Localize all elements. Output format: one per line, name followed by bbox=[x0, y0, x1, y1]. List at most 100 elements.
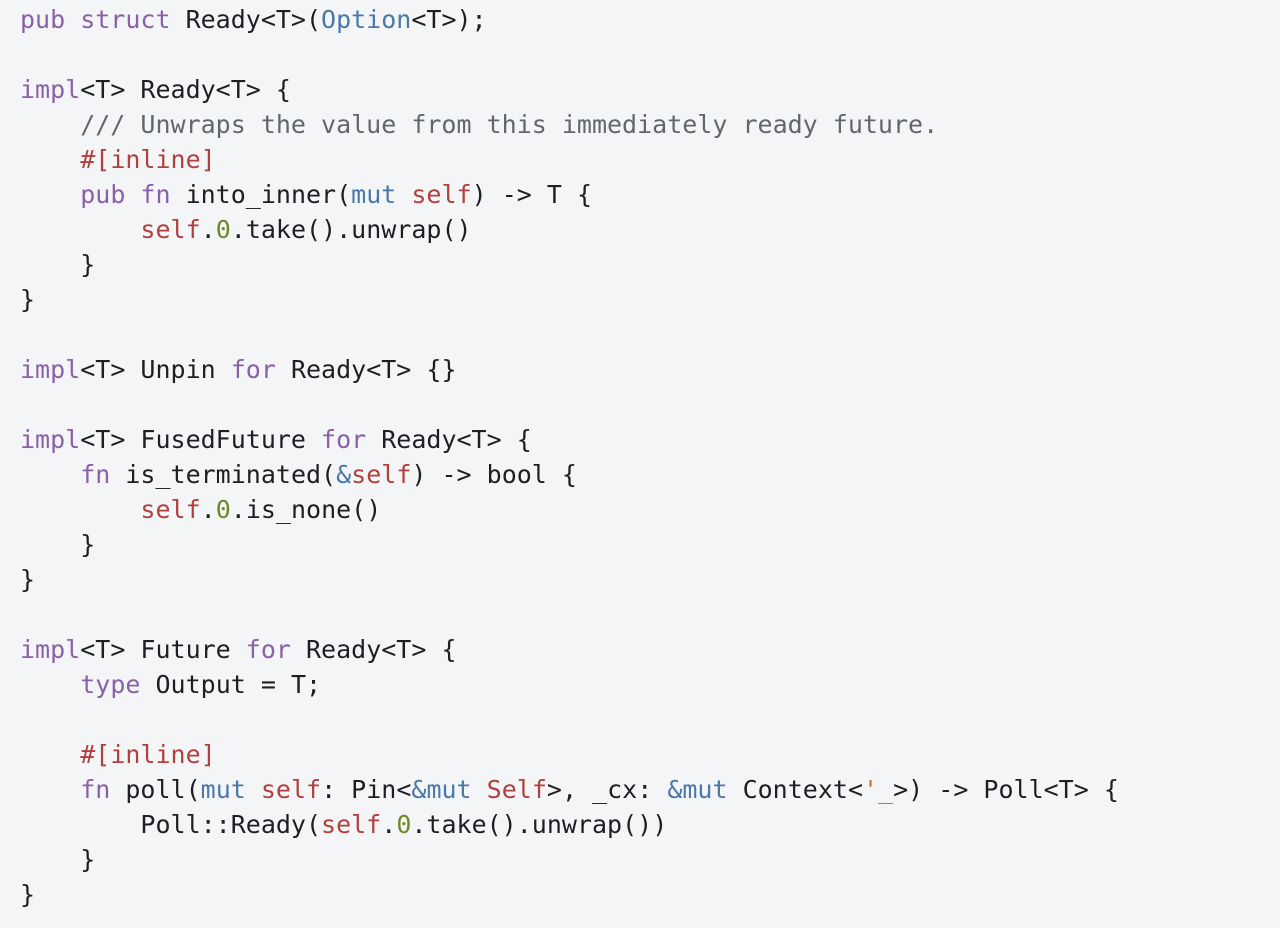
code-token bbox=[472, 775, 487, 804]
code-token: 0 bbox=[396, 810, 412, 839]
code-token: } bbox=[20, 530, 96, 559]
code-token: <T>); bbox=[411, 5, 487, 34]
code-token: .take().unwrap() bbox=[230, 215, 472, 244]
code-token: is_terminated( bbox=[110, 460, 337, 489]
code-line: pub fn into_inner(mut self) -> T { bbox=[20, 177, 1280, 212]
code-token: poll( bbox=[110, 775, 201, 804]
code-line: self.0.is_none() bbox=[20, 492, 1280, 527]
code-token: for bbox=[245, 635, 291, 664]
code-token: self bbox=[321, 810, 382, 839]
code-token: '_ bbox=[863, 775, 894, 804]
code-token: fn bbox=[80, 460, 111, 489]
code-token: into_inner( bbox=[170, 180, 352, 209]
code-line: } bbox=[20, 282, 1280, 317]
code-token bbox=[20, 495, 140, 524]
code-token: type bbox=[80, 670, 141, 699]
code-token: Ready<T> {} bbox=[275, 355, 457, 384]
code-line: } bbox=[20, 562, 1280, 597]
code-token: . bbox=[200, 495, 216, 524]
code-token bbox=[20, 740, 80, 769]
code-token: for bbox=[321, 425, 367, 454]
code-token: self bbox=[140, 215, 201, 244]
code-token: Output = T; bbox=[140, 670, 322, 699]
code-token: self bbox=[411, 180, 472, 209]
code-token: mut bbox=[200, 775, 246, 804]
code-token: <T> Unpin bbox=[80, 355, 231, 384]
code-token: Context< bbox=[727, 775, 863, 804]
code-token: impl bbox=[20, 425, 81, 454]
code-token: Ready<T> { bbox=[366, 425, 532, 454]
code-line: self.0.take().unwrap() bbox=[20, 212, 1280, 247]
code-token: . bbox=[200, 215, 216, 244]
code-token: Option bbox=[321, 5, 412, 34]
code-token: } bbox=[20, 880, 36, 909]
code-token: #[inline] bbox=[80, 145, 216, 174]
code-line: Poll::Ready(self.0.take().unwrap()) bbox=[20, 807, 1280, 842]
code-line: impl<T> Future for Ready<T> { bbox=[20, 632, 1280, 667]
code-token bbox=[20, 460, 80, 489]
code-line bbox=[20, 37, 1280, 72]
code-token: pub fn bbox=[80, 180, 171, 209]
code-token: >, _cx: bbox=[546, 775, 668, 804]
code-token bbox=[20, 670, 80, 699]
code-token: mut bbox=[351, 180, 397, 209]
code-token: Ready<T>( bbox=[170, 5, 322, 34]
code-line: impl<T> Ready<T> { bbox=[20, 72, 1280, 107]
code-token: ) -> T { bbox=[471, 180, 593, 209]
code-token: .is_none() bbox=[230, 495, 382, 524]
code-token: <T> FusedFuture bbox=[80, 425, 322, 454]
code-line: } bbox=[20, 247, 1280, 282]
code-token bbox=[20, 145, 80, 174]
code-line: } bbox=[20, 842, 1280, 877]
code-token bbox=[20, 215, 140, 244]
code-token bbox=[20, 180, 80, 209]
code-line: pub struct Ready<T>(Option<T>); bbox=[20, 2, 1280, 37]
code-token: & bbox=[336, 460, 352, 489]
code-token: 0 bbox=[215, 215, 231, 244]
code-block: pub struct Ready<T>(Option<T>); impl<T> … bbox=[20, 2, 1280, 912]
code-line: /// Unwraps the value from this immediat… bbox=[20, 107, 1280, 142]
code-token: . bbox=[381, 810, 397, 839]
code-line: impl<T> FusedFuture for Ready<T> { bbox=[20, 422, 1280, 457]
code-line: #[inline] bbox=[20, 737, 1280, 772]
code-token: Poll::Ready( bbox=[20, 810, 322, 839]
code-token: fn bbox=[80, 775, 111, 804]
code-token: } bbox=[20, 845, 96, 874]
code-token: .take().unwrap()) bbox=[411, 810, 668, 839]
code-token: impl bbox=[20, 355, 81, 384]
code-line: fn is_terminated(&self) -> bool { bbox=[20, 457, 1280, 492]
code-token bbox=[396, 180, 411, 209]
code-line bbox=[20, 702, 1280, 737]
code-token: } bbox=[20, 285, 36, 314]
code-token: impl bbox=[20, 635, 81, 664]
code-token: } bbox=[20, 565, 36, 594]
code-token: ) -> bool { bbox=[411, 460, 577, 489]
code-token: pub struct bbox=[20, 5, 171, 34]
code-line: } bbox=[20, 877, 1280, 912]
code-line bbox=[20, 317, 1280, 352]
code-token bbox=[20, 775, 80, 804]
code-token: &mut bbox=[667, 775, 728, 804]
code-token: 0 bbox=[215, 495, 231, 524]
code-token: Self bbox=[486, 775, 547, 804]
code-line: fn poll(mut self: Pin<&mut Self>, _cx: &… bbox=[20, 772, 1280, 807]
code-token bbox=[246, 775, 261, 804]
code-line bbox=[20, 597, 1280, 632]
code-token: Ready<T> { bbox=[290, 635, 457, 664]
code-token: >) -> Poll<T> { bbox=[893, 775, 1119, 804]
code-token: } bbox=[20, 250, 96, 279]
code-token: impl bbox=[20, 75, 81, 104]
code-token: self bbox=[260, 775, 322, 804]
code-token: : Pin< bbox=[321, 775, 412, 804]
code-token: /// Unwraps the value from this immediat… bbox=[20, 110, 939, 139]
code-line bbox=[20, 387, 1280, 422]
code-token: <T> Future bbox=[80, 635, 246, 664]
code-token: for bbox=[230, 355, 276, 384]
code-token: #[inline] bbox=[80, 740, 216, 769]
code-line: type Output = T; bbox=[20, 667, 1280, 702]
code-line: } bbox=[20, 527, 1280, 562]
code-line: #[inline] bbox=[20, 142, 1280, 177]
code-token: <T> Ready<T> { bbox=[80, 75, 291, 104]
code-token: &mut bbox=[411, 775, 472, 804]
